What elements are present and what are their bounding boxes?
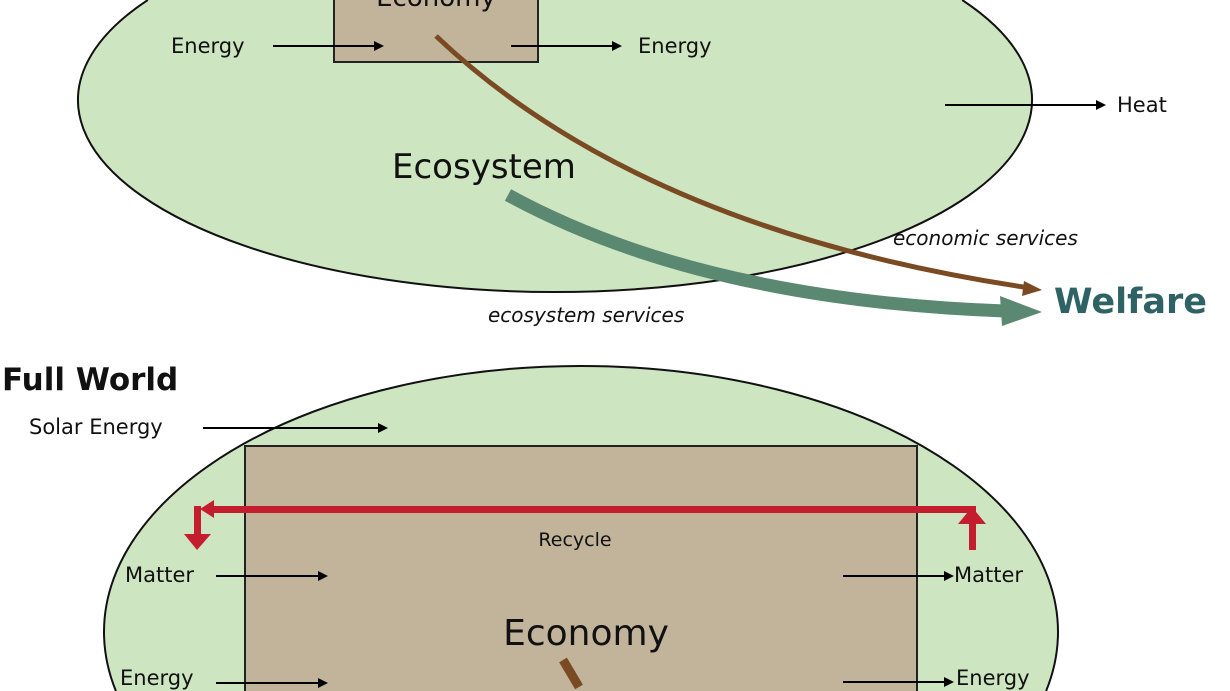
top-energy-out-label: Energy bbox=[638, 34, 712, 58]
ecosystem-services-arrowhead bbox=[1000, 296, 1042, 326]
bottom-energy-out-label: Energy bbox=[956, 666, 1030, 690]
bottom-matter-in-label: Matter bbox=[125, 563, 194, 587]
top-ecosystem-outline bbox=[77, 0, 1033, 293]
recycle-arrow bbox=[184, 500, 986, 550]
top-economy-box bbox=[333, 0, 539, 63]
top-ecosystem-ellipse bbox=[77, 0, 1033, 292]
ecosystem-label: Ecosystem bbox=[392, 147, 576, 187]
full-world-title: Full World bbox=[2, 362, 178, 398]
heat-label: Heat bbox=[1117, 93, 1167, 117]
solar-energy-label: Solar Energy bbox=[29, 415, 163, 439]
top-energy-in-label: Energy bbox=[171, 34, 245, 58]
bottom-economy-label: Economy bbox=[503, 613, 669, 654]
bottom-matter-out-label: Matter bbox=[954, 563, 1023, 587]
ecosystem-services-arrow bbox=[504, 189, 1006, 318]
top-economy-label: Economy bbox=[376, 0, 496, 13]
economic-services-label: economic services bbox=[893, 226, 1078, 250]
bottom-energy-in-label: Energy bbox=[120, 666, 194, 690]
bottom-economy-box bbox=[244, 445, 918, 691]
ecosystem-services-label: ecosystem services bbox=[488, 303, 684, 327]
economic-services-arrowhead bbox=[1022, 281, 1042, 296]
welfare-label: Welfare bbox=[1054, 282, 1207, 322]
bottom-ecosystem-outline bbox=[103, 365, 1059, 691]
economic-services-arrow bbox=[434, 34, 1031, 291]
bottom-economic-arrow bbox=[559, 657, 583, 690]
recycle-label: Recycle bbox=[538, 529, 611, 551]
